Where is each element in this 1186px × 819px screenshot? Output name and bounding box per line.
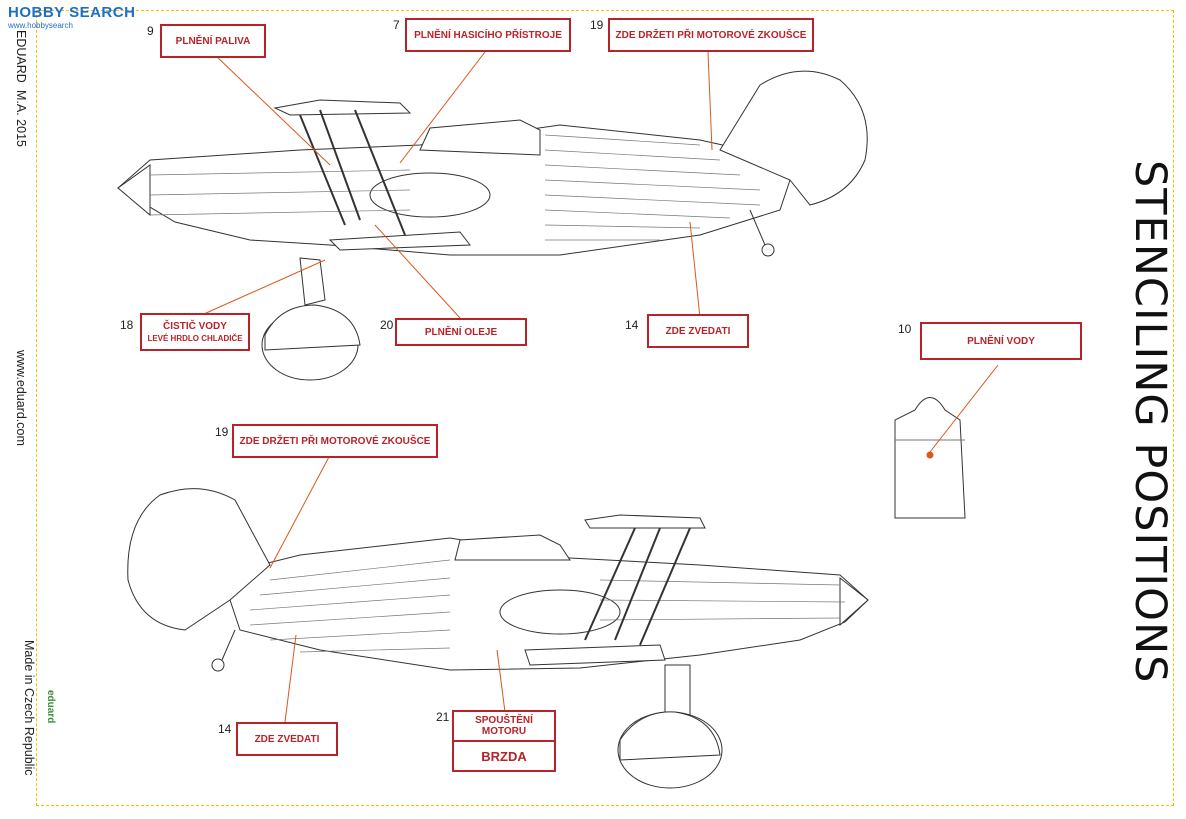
- watermark: HOBBY SEARCH www.hobbysearch: [8, 4, 135, 30]
- stencil-label-text: BRZDA: [481, 748, 527, 764]
- label-number: 14: [218, 722, 232, 736]
- stencil-label-text: ZDE DRŽETI PŘI MOTOROVÉ ZKOUŠCE: [615, 29, 807, 41]
- stencil-label-lift-here: ZDE ZVEDATI: [647, 314, 749, 348]
- label-number: 9: [147, 24, 154, 38]
- stencil-label-water-cleaner: ČISTIČ VODY LEVÉ HRDLO CHLADIČE: [140, 313, 250, 351]
- stencil-label-text: ZDE DRŽETI PŘI MOTOROVÉ ZKOUŠCE: [239, 435, 431, 447]
- stencil-label-text: ZDE ZVEDATI: [665, 325, 731, 337]
- label-number: 20: [380, 318, 394, 332]
- stencil-label-water: PLNĚNÍ VODY: [920, 322, 1082, 360]
- stencil-label-hold-engine-test: ZDE DRŽETI PŘI MOTOROVÉ ZKOUŠCE: [608, 18, 814, 52]
- label-number: 7: [393, 18, 400, 32]
- label-number: 18: [120, 318, 134, 332]
- stencil-label-text: PLNĚNÍ PALIVA: [175, 35, 251, 47]
- watermark-text-a: HOBBY SEARCH: [8, 4, 136, 21]
- stencil-label-text: SPOUŠTĚNÍ MOTORU: [475, 715, 533, 737]
- stencil-label-text: PLNĚNÍ VODY: [967, 335, 1035, 347]
- stencil-label-text: ČISTIČ VODY: [163, 321, 227, 332]
- stencil-label-text: PLNĚNÍ HASICÍHO PŘÍSTROJE: [414, 29, 562, 41]
- stencil-label-oil: PLNĚNÍ OLEJE: [395, 318, 527, 346]
- stencil-label-subtext: LEVÉ HRDLO CHLADIČE: [147, 334, 243, 343]
- label-number: 10: [898, 322, 912, 336]
- stencil-label-text: ZDE ZVEDATI: [254, 733, 320, 745]
- watermark-text-b: www.hobbysearch: [8, 21, 73, 30]
- aircraft-right-profile: [127, 488, 869, 789]
- stencil-label-extinguisher: PLNĚNÍ HASICÍHO PŘÍSTROJE: [405, 18, 571, 52]
- stencil-label-lift-here-2: ZDE ZVEDATI: [236, 722, 338, 756]
- page-frame: [36, 10, 1174, 806]
- stencil-label-hold-engine-test-2: ZDE DRŽETI PŘI MOTOROVÉ ZKOUŠCE: [232, 424, 438, 458]
- label-number: 19: [215, 425, 229, 439]
- stencil-label-fuel: PLNĚNÍ PALIVA: [160, 24, 266, 58]
- aircraft-front-view: [894, 397, 966, 519]
- aircraft-left-profile: [117, 70, 868, 381]
- label-number: 19: [590, 18, 604, 32]
- stencil-label-text: PLNĚNÍ OLEJE: [424, 326, 498, 338]
- label-number: 14: [625, 318, 639, 332]
- label-number: 21: [436, 710, 450, 724]
- stencil-label-brake: BRZDA: [452, 740, 556, 772]
- stencil-label-engine-start: SPOUŠTĚNÍ MOTORU: [452, 710, 556, 742]
